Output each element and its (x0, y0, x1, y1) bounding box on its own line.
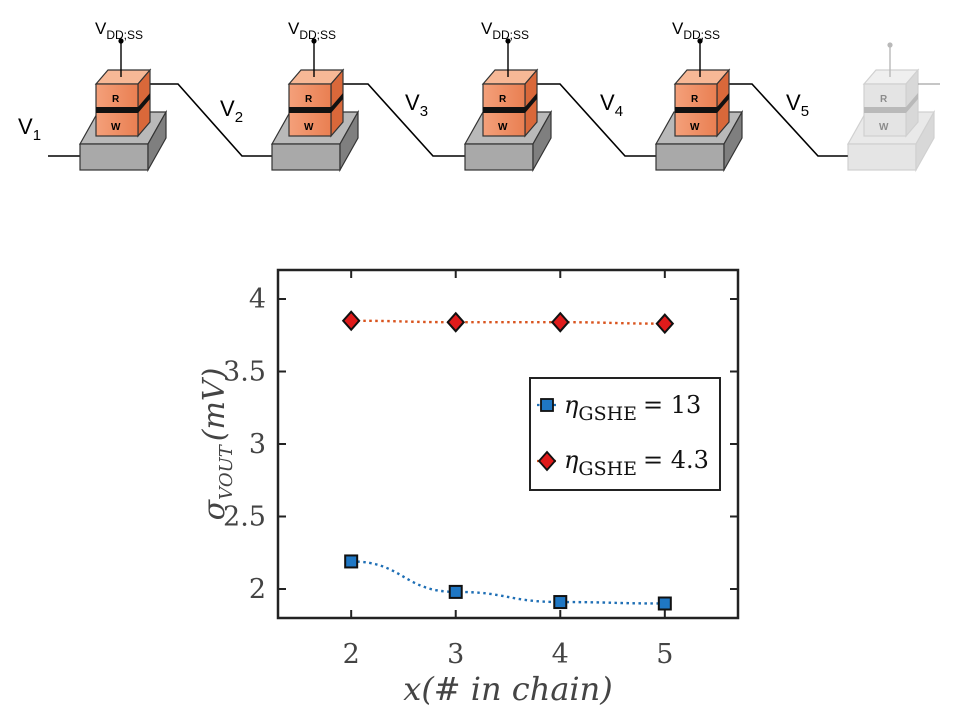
series-markers (341, 310, 675, 611)
supply-label-4: VDD;SS (672, 19, 720, 42)
y-tick-label: 2 (249, 574, 266, 605)
x-tick-label: 2 (343, 639, 360, 670)
data-point-series-1-x-5 (655, 313, 675, 335)
data-point-series-0-x-4 (553, 595, 568, 610)
data-point-series-1-x-4 (550, 311, 570, 333)
data-point-series-0-x-5 (657, 596, 672, 611)
y-tick-label: 4 (249, 284, 266, 315)
write-label: W (879, 122, 889, 133)
legend-square-marker (540, 398, 554, 412)
y-axis-label: σVOUT(mV) (197, 368, 237, 521)
node-label-v1: V1 (18, 114, 41, 144)
gshe-cell-5-faded: R W (846, 42, 936, 173)
data-point-series-0-x-3 (448, 584, 463, 599)
axis-ticks: 2 3 4 5 2 2.5 3 3.5 4 (223, 270, 738, 670)
legend-label-eta-4-3: ηGSHE= 4.3 (564, 446, 709, 480)
write-label: W (690, 122, 700, 133)
gshe-cell-4: R W VDD;SS (654, 19, 744, 173)
write-label: W (111, 122, 121, 133)
y-tick-label: 2.5 (223, 502, 266, 533)
data-point-series-1-x-2 (341, 310, 361, 332)
node-label-v2: V2 (220, 96, 243, 126)
write-label: W (304, 122, 314, 133)
series-line-1 (351, 319, 665, 325)
legend: ηGSHE= 13 ηGSHE= 4.3 (529, 377, 721, 491)
read-label: R (691, 94, 699, 105)
x-tick-label: 3 (447, 639, 464, 670)
series-lines (351, 319, 665, 605)
supply-label-1: VDD;SS (95, 19, 143, 42)
legend-label-eta-13: ηGSHE= 13 (564, 391, 701, 425)
write-label: W (498, 122, 508, 133)
gshe-cell-1: R W VDD;SS (78, 19, 168, 173)
read-label: R (305, 94, 313, 105)
x-tick-label: 4 (552, 639, 569, 670)
read-label: R (880, 94, 888, 105)
supply-label-3: VDD;SS (481, 19, 529, 42)
legend-diamond-marker (537, 450, 557, 472)
read-label: R (112, 94, 120, 105)
node-label-v5: V5 (786, 90, 809, 120)
node-label-v3: V3 (405, 90, 428, 120)
y-tick-label: 3 (249, 429, 266, 460)
read-label: R (499, 94, 507, 105)
legend-entry-eta-4-3: ηGSHE= 4.3 (537, 446, 709, 480)
x-tick-label: 5 (656, 639, 673, 670)
supply-label-2: VDD;SS (288, 19, 336, 42)
y-tick-label: 3.5 (223, 357, 266, 388)
gshe-chain-diagram: R W VDD;SS R W VDD;SS (18, 19, 940, 173)
data-point-series-1-x-3 (446, 311, 466, 333)
sigma-vout-chart: 2 3 4 5 2 2.5 3 3.5 4 x(# in chain) σVOUT(mV) ηG… (197, 268, 740, 708)
gshe-cell-3: R W VDD;SS (463, 19, 553, 173)
data-point-series-0-x-2 (344, 554, 359, 569)
x-axis-label: x(# in chain) (403, 670, 612, 708)
gshe-cell-2: R W VDD;SS (270, 19, 360, 173)
legend-entry-eta-13: ηGSHE= 13 (537, 391, 701, 425)
node-label-v4: V4 (600, 90, 623, 120)
